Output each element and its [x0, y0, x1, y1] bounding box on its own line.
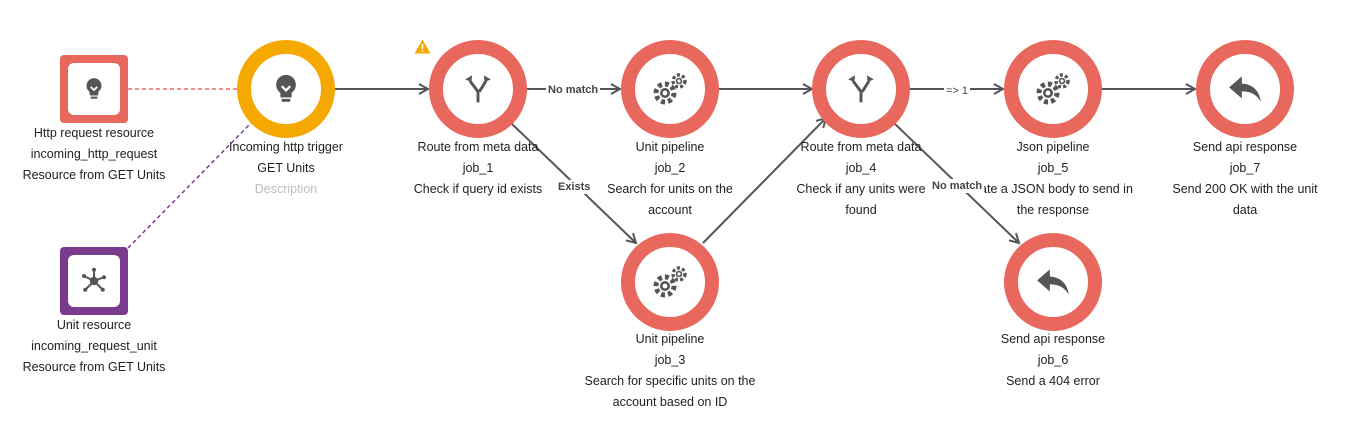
network-icon	[68, 255, 120, 307]
job-desc: Check if any units were found	[796, 182, 926, 217]
http-trigger-node[interactable]	[237, 40, 335, 138]
job-label-job_2: Unit pipeline job_2 Search for units on …	[590, 137, 750, 221]
job-node-job_5[interactable]	[1004, 40, 1102, 138]
job-label-job_3: Unit pipeline job_3 Search for specific …	[580, 329, 760, 413]
job-label-job_1: Route from meta data job_1 Check if quer…	[398, 137, 558, 200]
resource-desc: Resource from GET Units	[22, 360, 166, 374]
unit-resource[interactable]	[60, 247, 128, 315]
job-id: job_4	[845, 161, 877, 175]
job-desc: Send 200 OK with the unit data	[1172, 182, 1318, 217]
job-id: job_7	[1229, 161, 1261, 175]
job-desc: Send a 404 error	[1006, 374, 1100, 388]
edge-label-equals-one: => 1	[944, 84, 971, 98]
job-title: Send api response	[1000, 332, 1106, 346]
route-icon	[826, 54, 896, 124]
job-node-job_4[interactable]	[812, 40, 910, 138]
edge-label-exists: Exists	[556, 180, 593, 194]
job-label-job_5: Json pipeline job_5 eate a JSON body to …	[973, 137, 1133, 221]
job-node-job_7[interactable]	[1196, 40, 1294, 138]
resource-desc: Resource from GET Units	[22, 168, 166, 182]
trigger-name: GET Units	[257, 161, 315, 175]
job-title: Unit pipeline	[635, 140, 705, 154]
gears-icon	[635, 247, 705, 317]
resource-link-unit	[127, 121, 253, 249]
job-label-job_7: Send api response job_7 Send 200 OK with…	[1165, 137, 1325, 221]
route-icon	[443, 54, 513, 124]
lightbulb-icon	[251, 54, 321, 124]
unit-resource-label: Unit resource incoming_request_unit Reso…	[10, 315, 178, 378]
job-label-job_4: Route from meta data job_4 Check if any …	[781, 137, 941, 221]
job-desc: Check if query id exists	[413, 182, 543, 196]
edge-label-no-match-2: No match	[930, 179, 985, 193]
job-id: job_5	[1037, 161, 1069, 175]
job-id: job_1	[462, 161, 494, 175]
resource-type: Http request resource	[33, 126, 155, 140]
job-title: Route from meta data	[417, 140, 539, 154]
job-desc: Search for units on the account	[607, 182, 733, 217]
job-node-job_6[interactable]	[1004, 233, 1102, 331]
job-id: job_2	[654, 161, 686, 175]
edge-label-no-match: No match	[546, 83, 601, 97]
job-label-job_6: Send api response job_6 Send a 404 error	[973, 329, 1133, 392]
job-desc: eate a JSON body to send in the response	[973, 182, 1133, 217]
job-desc: Search for specific units on the account…	[584, 374, 756, 409]
job-title: Route from meta data	[800, 140, 922, 154]
resource-name: incoming_request_unit	[31, 339, 157, 353]
http-resource-label: Http request resource incoming_http_requ…	[10, 123, 178, 186]
trigger-description[interactable]: Description	[254, 182, 318, 196]
job-title: Send api response	[1192, 140, 1298, 154]
http-request-resource[interactable]	[60, 55, 128, 123]
job-id: job_6	[1037, 353, 1069, 367]
reply-icon	[1018, 247, 1088, 317]
job-node-job_3[interactable]	[621, 233, 719, 331]
trigger-title: Incoming http trigger	[229, 140, 343, 154]
resource-name: incoming_http_request	[30, 147, 158, 161]
edge-job3-job4[interactable]	[702, 118, 826, 244]
gears-icon	[1018, 54, 1088, 124]
job-id: job_3	[654, 353, 686, 367]
job-title: Json pipeline	[1016, 140, 1090, 154]
job-node-job_1[interactable]	[429, 40, 527, 138]
resource-type: Unit resource	[56, 318, 132, 332]
lightbulb-icon	[68, 63, 120, 115]
job-title: Unit pipeline	[635, 332, 705, 346]
trigger-label: Incoming http trigger GET Units Descript…	[206, 137, 366, 200]
warning-icon[interactable]	[414, 39, 431, 59]
reply-icon	[1210, 54, 1280, 124]
job-node-job_2[interactable]	[621, 40, 719, 138]
gears-icon	[635, 54, 705, 124]
